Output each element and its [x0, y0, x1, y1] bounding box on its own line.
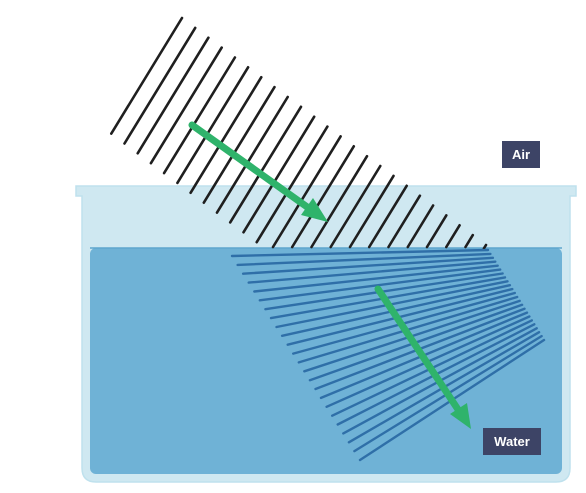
refracted-arrow-head	[450, 403, 471, 429]
refracted-ray-arrow	[374, 285, 471, 429]
air-label-box	[502, 141, 540, 168]
air-wavefront-line	[149, 46, 223, 165]
air-wavefront-line	[202, 85, 276, 204]
air-wavefront-line	[387, 194, 422, 249]
air-wavefront-line	[110, 16, 184, 135]
air-wavefront-line	[367, 184, 409, 249]
air-wavefront-line	[189, 75, 263, 195]
air-label: Air	[502, 141, 540, 168]
incident-arrow-shaft	[188, 121, 314, 213]
water-label-text: Water	[494, 434, 530, 449]
water-body	[90, 248, 562, 474]
air-wavefront-line	[215, 95, 290, 214]
air-wavefront-line	[255, 125, 329, 244]
incident-wavefronts-air	[110, 16, 488, 250]
air-wavefront-line	[425, 214, 448, 249]
water-label-box	[483, 428, 541, 455]
water-wavefront-line	[236, 252, 492, 267]
water-wavefront-line	[230, 248, 490, 258]
air-wavefront-line	[290, 145, 356, 249]
water-wavefront-line	[241, 256, 495, 275]
air-wavefront-line	[123, 26, 197, 145]
air-wavefront-line	[228, 105, 303, 224]
water-wavefront-line	[253, 264, 499, 293]
incident-ray-arrow	[188, 121, 328, 222]
air-wavefront-line	[176, 66, 250, 185]
water-wavefront-line	[247, 260, 497, 284]
air-wavefront-line	[136, 36, 210, 155]
air-wavefront-line	[310, 154, 369, 249]
water-label: Water	[483, 428, 541, 455]
air-wavefront-line	[162, 56, 237, 175]
water-wavefront-line	[258, 268, 502, 302]
air-label-text: Air	[512, 147, 530, 162]
refracted-arrow-shaft	[374, 285, 463, 415]
air-wavefront-line	[329, 164, 382, 249]
air-wavefront-line	[406, 204, 435, 249]
air-wavefront-line	[482, 243, 488, 250]
air-wavefront-line	[464, 233, 475, 249]
incident-arrow-head	[301, 198, 328, 222]
air-wavefront-line	[242, 115, 316, 234]
water-wavefront-line	[264, 272, 504, 311]
air-wavefront-line	[348, 174, 395, 249]
air-wavefront-line	[444, 224, 461, 249]
air-wavefront-line	[271, 135, 342, 249]
